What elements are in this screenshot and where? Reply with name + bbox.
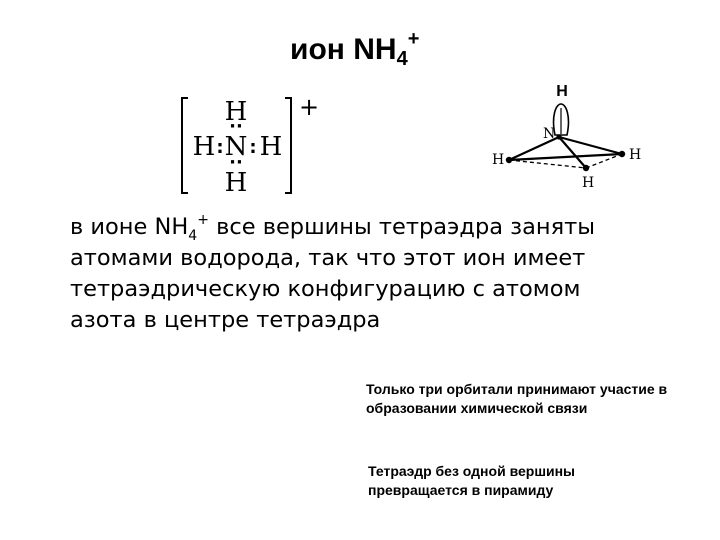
pyramid-n-label: N [543,126,555,142]
main-paragraph: в ионе NH4+ все вершины тетраэдра заняты… [70,212,710,336]
left-bracket [181,97,188,194]
note-pyramid-line-2: превращается в пирамиду [368,482,554,498]
lewis-structure-diagram: H H N H H ·· ·· : : + [181,95,319,197]
atom-h-bottom-dot [582,164,590,172]
note-pyramid: Тетраэдр без одной вершины превращается … [368,462,575,500]
title-superscript: + [407,28,420,50]
pyramid-h-left: H [492,152,504,168]
electron-pair-top: ·· [229,116,243,137]
main-line-1-superscript: + [197,212,209,228]
main-line-3: тетраэдрическую конфигурацию с атомом [70,276,581,302]
note-orbitals-line-2: образовании химической связи [366,400,588,416]
right-bracket [285,97,292,194]
electron-pair-bottom: ·· [229,152,243,173]
main-line-1: в ионе NH4+ все вершины тетраэдра заняты [70,212,710,243]
main-line-1-subscript: 4 [188,228,198,244]
pyramid-h-bottom: H [582,175,594,191]
edge-left-bottom [508,159,587,169]
bond-n-h-right [558,135,623,156]
main-line-4: азота в центре тетраэдра [70,307,381,333]
atom-h-right-dot [618,150,626,158]
main-line-1-start: в ионе NH [70,214,189,240]
atom-h-bottom: H [225,168,248,197]
pyramid-diagram: H N H H H [492,83,641,191]
note-pyramid-line-1: Тетраэдр без одной вершины [368,463,576,479]
atom-h-top: H [225,97,248,127]
page-title: ион NH4+ [290,28,419,71]
ion-charge: + [299,95,319,121]
atom-h-left: H [193,132,216,162]
title-text: ион NH [290,33,397,66]
note-orbitals: Только три орбитали принимают участие в … [366,380,667,418]
pyramid-h-top: H [556,83,568,100]
title-subscript: 4 [396,48,408,70]
atom-h-left-dot [505,156,513,164]
electron-pair-right: : [249,137,256,158]
note-orbitals-line-1: Только три орбитали принимают участие в [366,381,668,397]
atom-n-center: N [225,132,248,162]
main-line-1-end: все вершины тетраэдра заняты [208,214,596,240]
electron-pair-left: : [216,137,223,158]
bond-n-h-bottom [558,136,587,169]
atom-h-right: H [260,132,283,162]
orbital-lobe-icon [552,103,570,136]
bond-n-h-left [508,136,560,161]
pyramid-h-right: H [629,147,641,163]
edge-left-right [508,152,623,162]
main-line-2: атомами водорода, так что этот ион имеет [70,245,586,271]
